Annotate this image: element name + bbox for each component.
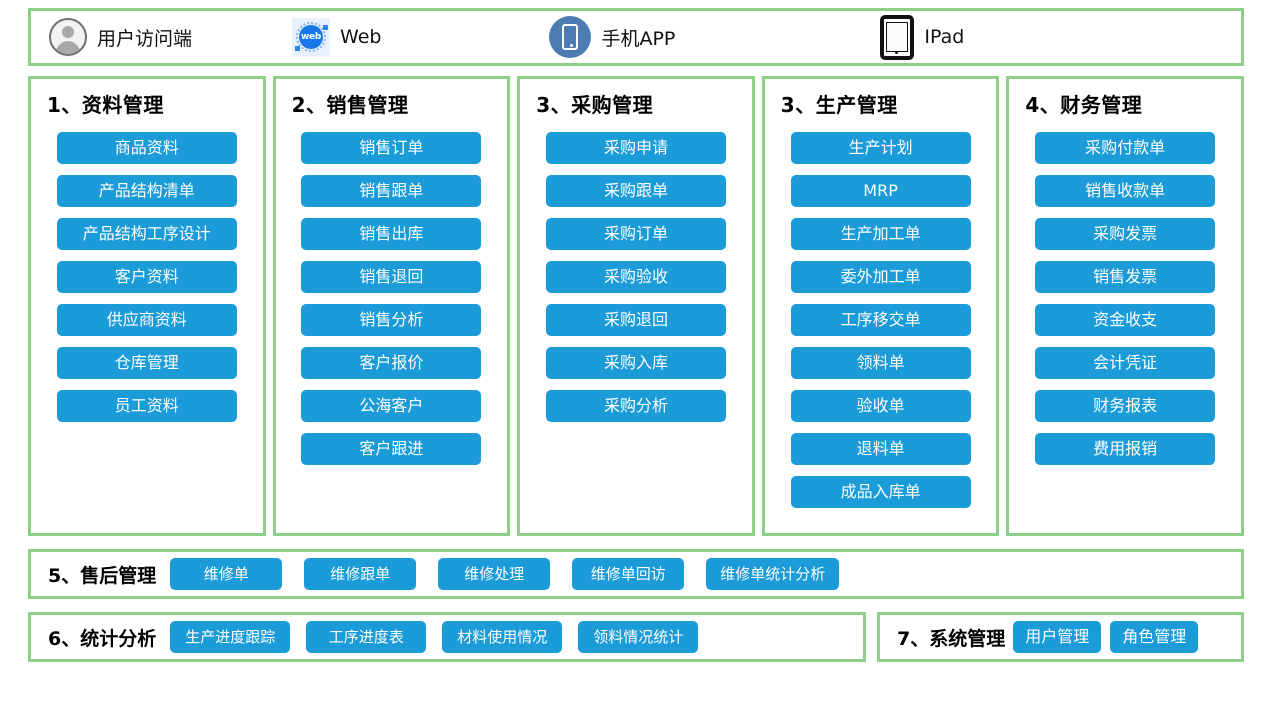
section-system-management: 7、系统管理 用户管理 角色管理 <box>877 612 1244 662</box>
column-title: 4、财务管理 <box>1025 93 1143 117</box>
access-item-mobile-app[interactable]: 手机APP <box>549 11 675 63</box>
access-item-ipad[interactable]: IPad <box>880 11 964 63</box>
access-item-web[interactable]: web Web <box>292 11 381 63</box>
module-button[interactable]: 维修处理 <box>438 558 551 590</box>
access-item-user[interactable]: 用户访问端 <box>49 11 192 63</box>
module-column-production-management: 3、生产管理 生产计划 MRP 生产加工单 委外加工单 工序移交单 领料单 验收… <box>761 76 1000 536</box>
module-button[interactable]: 维修单统计分析 <box>706 558 840 590</box>
access-channel-bar: 用户访问端 web Web 手机APP IPad <box>28 8 1244 66</box>
module-button[interactable]: 维修跟单 <box>304 558 417 590</box>
module-button[interactable]: 会计凭证 <box>1035 347 1216 379</box>
column-title: 3、生产管理 <box>780 93 898 117</box>
bottom-sections-row: 6、统计分析 生产进度跟踪 工序进度表 材料使用情况 领料情况统计 7、系统管理… <box>28 612 1244 664</box>
module-button[interactable]: 客户跟进 <box>301 433 482 465</box>
module-button[interactable]: 销售订单 <box>301 132 482 164</box>
module-button[interactable]: 生产进度跟踪 <box>170 621 291 653</box>
user-circle-icon <box>49 18 87 56</box>
module-button[interactable]: 销售收款单 <box>1035 175 1216 207</box>
module-button[interactable]: 产品结构工序设计 <box>56 218 237 250</box>
module-button[interactable]: 角色管理 <box>1110 621 1199 653</box>
module-button[interactable]: 委外加工单 <box>790 261 971 293</box>
module-button[interactable]: 销售分析 <box>301 304 482 336</box>
module-button[interactable]: 财务报表 <box>1035 390 1216 422</box>
module-button[interactable]: 资金收支 <box>1035 304 1216 336</box>
module-button[interactable]: 工序进度表 <box>306 621 427 653</box>
module-button[interactable]: 采购发票 <box>1035 218 1216 250</box>
module-button[interactable]: MRP <box>790 175 971 207</box>
access-item-label: 手机APP <box>601 27 676 50</box>
access-item-label: Web <box>340 26 382 48</box>
module-button[interactable]: 采购跟单 <box>545 175 726 207</box>
module-button[interactable]: 采购退回 <box>545 304 726 336</box>
web-icon-square-1 <box>323 25 329 30</box>
module-button[interactable]: 维修单回访 <box>572 558 685 590</box>
module-button[interactable]: 员工资料 <box>56 390 237 422</box>
module-button[interactable]: 材料使用情况 <box>442 621 563 653</box>
module-column-data-management: 1、资料管理 商品资料 产品结构清单 产品结构工序设计 客户资料 供应商资料 仓… <box>28 76 266 536</box>
module-button[interactable]: 客户资料 <box>56 261 237 293</box>
module-button[interactable]: 维修单 <box>170 558 283 590</box>
module-button[interactable]: 客户报价 <box>301 347 482 379</box>
module-column-purchase-management: 3、采购管理 采购申请 采购跟单 采购订单 采购验收 采购退回 采购入库 采购分… <box>517 76 755 536</box>
section-title: 5、售后管理 <box>48 564 157 587</box>
module-button[interactable]: 采购申请 <box>545 132 726 164</box>
module-button[interactable]: 采购付款单 <box>1035 132 1216 164</box>
module-button[interactable]: 费用报销 <box>1035 433 1216 465</box>
mobile-phone-icon <box>549 16 592 58</box>
module-button[interactable]: 供应商资料 <box>56 304 237 336</box>
module-button[interactable]: 采购分析 <box>545 390 726 422</box>
module-button[interactable]: 生产计划 <box>790 132 971 164</box>
web-icon-disc: web <box>299 25 324 49</box>
module-button[interactable]: 产品结构清单 <box>56 175 237 207</box>
module-button[interactable]: 销售退回 <box>301 261 482 293</box>
module-button[interactable]: 退料单 <box>790 433 971 465</box>
section-statistics-analysis: 6、统计分析 生产进度跟踪 工序进度表 材料使用情况 领料情况统计 <box>28 612 866 662</box>
module-column-finance-management: 4、财务管理 采购付款单 销售收款单 采购发票 销售发票 资金收支 会计凭证 财… <box>1006 76 1244 536</box>
module-button[interactable]: 销售跟单 <box>301 175 482 207</box>
module-button[interactable]: 仓库管理 <box>56 347 237 379</box>
web-globe-icon: web <box>292 18 331 56</box>
module-columns: 1、资料管理 商品资料 产品结构清单 产品结构工序设计 客户资料 供应商资料 仓… <box>28 76 1244 536</box>
column-title: 1、资料管理 <box>47 93 164 117</box>
ipad-screen <box>886 21 909 52</box>
access-item-label: IPad <box>924 26 965 48</box>
section-after-sales: 5、售后管理 维修单 维修跟单 维修处理 维修单回访 维修单统计分析 <box>28 549 1244 599</box>
section-title: 6、统计分析 <box>48 627 157 650</box>
section-title: 7、系统管理 <box>897 627 1006 650</box>
column-title: 3、采购管理 <box>536 93 654 117</box>
module-button[interactable]: 领料单 <box>790 347 971 379</box>
module-button[interactable]: 采购验收 <box>545 261 726 293</box>
module-button[interactable]: 工序移交单 <box>790 304 971 336</box>
module-button[interactable]: 销售发票 <box>1035 261 1216 293</box>
module-button[interactable]: 商品资料 <box>56 132 237 164</box>
module-button[interactable]: 生产加工单 <box>790 218 971 250</box>
module-column-sales-management: 2、销售管理 销售订单 销售跟单 销售出库 销售退回 销售分析 客户报价 公海客… <box>272 76 511 536</box>
module-button[interactable]: 公海客户 <box>301 390 482 422</box>
module-button[interactable]: 销售出库 <box>301 218 482 250</box>
web-icon-square-2 <box>295 46 301 51</box>
ipad-tablet-icon <box>880 14 915 60</box>
module-button[interactable]: 采购入库 <box>545 347 726 379</box>
module-button[interactable]: 领料情况统计 <box>578 621 699 653</box>
mobile-phone-body <box>562 24 579 50</box>
module-button[interactable]: 验收单 <box>790 390 971 422</box>
web-icon-ring <box>296 22 327 52</box>
column-title: 2、销售管理 <box>291 93 409 117</box>
module-button[interactable]: 成品入库单 <box>790 476 971 508</box>
access-item-label: 用户访问端 <box>97 27 193 50</box>
module-button[interactable]: 采购订单 <box>545 218 726 250</box>
module-button[interactable]: 用户管理 <box>1013 621 1102 653</box>
